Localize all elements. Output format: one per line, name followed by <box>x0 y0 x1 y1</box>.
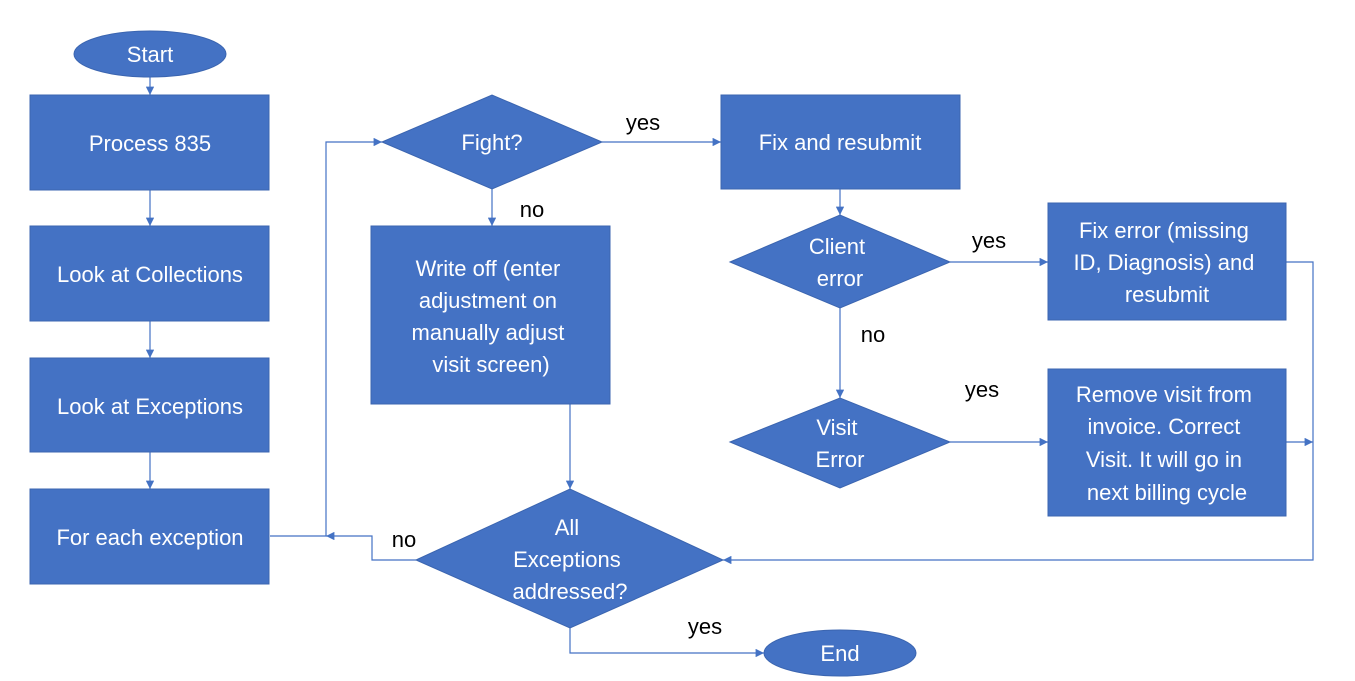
write-off-line: manually adjust <box>412 320 565 345</box>
remove-visit-text: Remove visit from invoice. Correct Visit… <box>1076 382 1258 505</box>
end-label: End <box>820 641 859 666</box>
edge-all-yes <box>569 628 764 658</box>
start-label: Start <box>127 42 173 67</box>
connectors <box>145 77 1314 658</box>
all-addressed-line: addressed? <box>513 579 628 604</box>
look-exceptions-box: Look at Exceptions <box>29 357 270 453</box>
write-off-text: Write off (enter adjustment on manually … <box>412 256 571 377</box>
end-terminal: End <box>763 629 917 677</box>
all-no-label: no <box>392 527 416 552</box>
fix-error-box: Fix error (missing ID, Diagnosis) and re… <box>1047 202 1287 321</box>
edge-all-no <box>326 531 416 561</box>
visit-error-decision: Visit Error <box>728 397 952 489</box>
write-off-line: adjustment on <box>419 288 557 313</box>
visit-error-line: Error <box>816 447 865 472</box>
fix-resubmit-box: Fix and resubmit <box>720 94 961 190</box>
fight-no-label: no <box>520 197 544 222</box>
client-no-label: no <box>861 322 885 347</box>
remove-visit-line: Visit. It will go in <box>1086 447 1242 472</box>
edge-foreach-to-fight <box>270 137 382 537</box>
process-835-box: Process 835 <box>29 94 270 191</box>
for-each-exception-box: For each exception <box>29 488 270 585</box>
fight-decision: Fight? <box>380 94 604 190</box>
remove-visit-line: next billing cycle <box>1087 480 1247 505</box>
look-collections-label: Look at Collections <box>57 262 243 287</box>
fix-error-text: Fix error (missing ID, Diagnosis) and re… <box>1073 218 1260 307</box>
fight-yes-label: yes <box>626 110 660 135</box>
start-terminal: Start <box>73 30 227 78</box>
client-error-text: Client error <box>809 234 871 291</box>
write-off-line: visit screen) <box>432 352 549 377</box>
visit-yes-label: yes <box>965 377 999 402</box>
for-each-exception-label: For each exception <box>56 525 243 550</box>
all-addressed-line: Exceptions <box>513 547 621 572</box>
client-yes-label: yes <box>972 228 1006 253</box>
remove-visit-line: invoice. Correct <box>1088 414 1241 439</box>
fix-error-line: resubmit <box>1125 282 1209 307</box>
visit-error-text: Visit Error <box>816 415 865 472</box>
all-addressed-text: All Exceptions addressed? <box>513 515 628 604</box>
look-exceptions-label: Look at Exceptions <box>57 394 243 419</box>
fix-error-line: Fix error (missing <box>1079 218 1249 243</box>
client-error-decision: Client error <box>728 214 952 309</box>
all-yes-label: yes <box>688 614 722 639</box>
all-addressed-line: All <box>555 515 579 540</box>
visit-error-line: Visit <box>816 415 857 440</box>
fix-resubmit-label: Fix and resubmit <box>759 130 922 155</box>
client-error-line: error <box>817 266 863 291</box>
edge-fixerror-to-all <box>723 261 1314 565</box>
fix-error-line: ID, Diagnosis) and <box>1073 250 1254 275</box>
client-error-line: Client <box>809 234 865 259</box>
remove-visit-line: Remove visit from <box>1076 382 1252 407</box>
write-off-line: Write off (enter <box>416 256 561 281</box>
all-addressed-decision: All Exceptions addressed? <box>414 488 725 629</box>
fight-label: Fight? <box>461 130 522 155</box>
write-off-box: Write off (enter adjustment on manually … <box>370 225 611 405</box>
look-collections-box: Look at Collections <box>29 225 270 322</box>
process-835-label: Process 835 <box>89 131 211 156</box>
remove-visit-box: Remove visit from invoice. Correct Visit… <box>1047 368 1287 517</box>
